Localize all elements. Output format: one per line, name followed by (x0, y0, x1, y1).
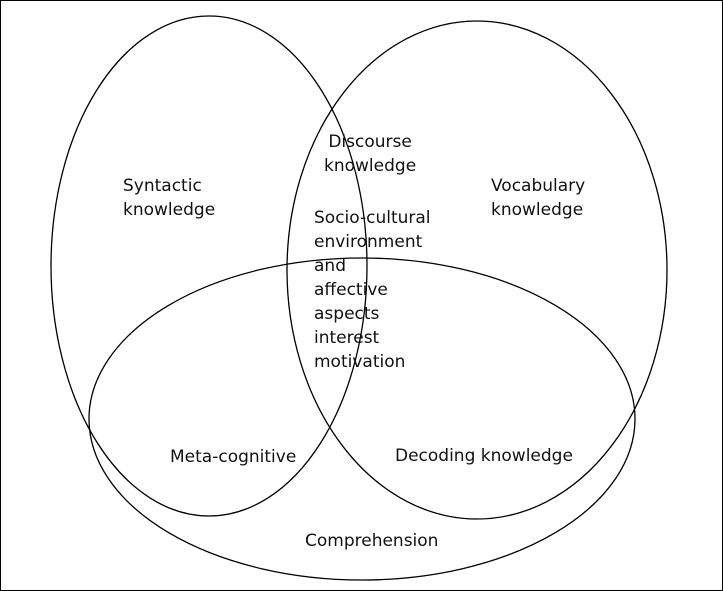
discourse-knowledge-label: Discourse knowledge (324, 132, 417, 176)
decoding-knowledge-label: Decoding knowledge (395, 446, 573, 466)
comprehension-label: Comprehension (305, 531, 439, 551)
vocabulary-knowledge-label: Vocabulary knowledge (491, 176, 586, 220)
socio-cultural-label: Socio-cultural environment and affective… (314, 208, 431, 372)
bottom-ellipse (88, 257, 636, 581)
left-circle (50, 15, 368, 517)
meta-cognitive-label: Meta-cognitive (170, 447, 297, 467)
right-circle (286, 20, 668, 520)
syntactic-knowledge-label: Syntactic knowledge (123, 176, 216, 220)
